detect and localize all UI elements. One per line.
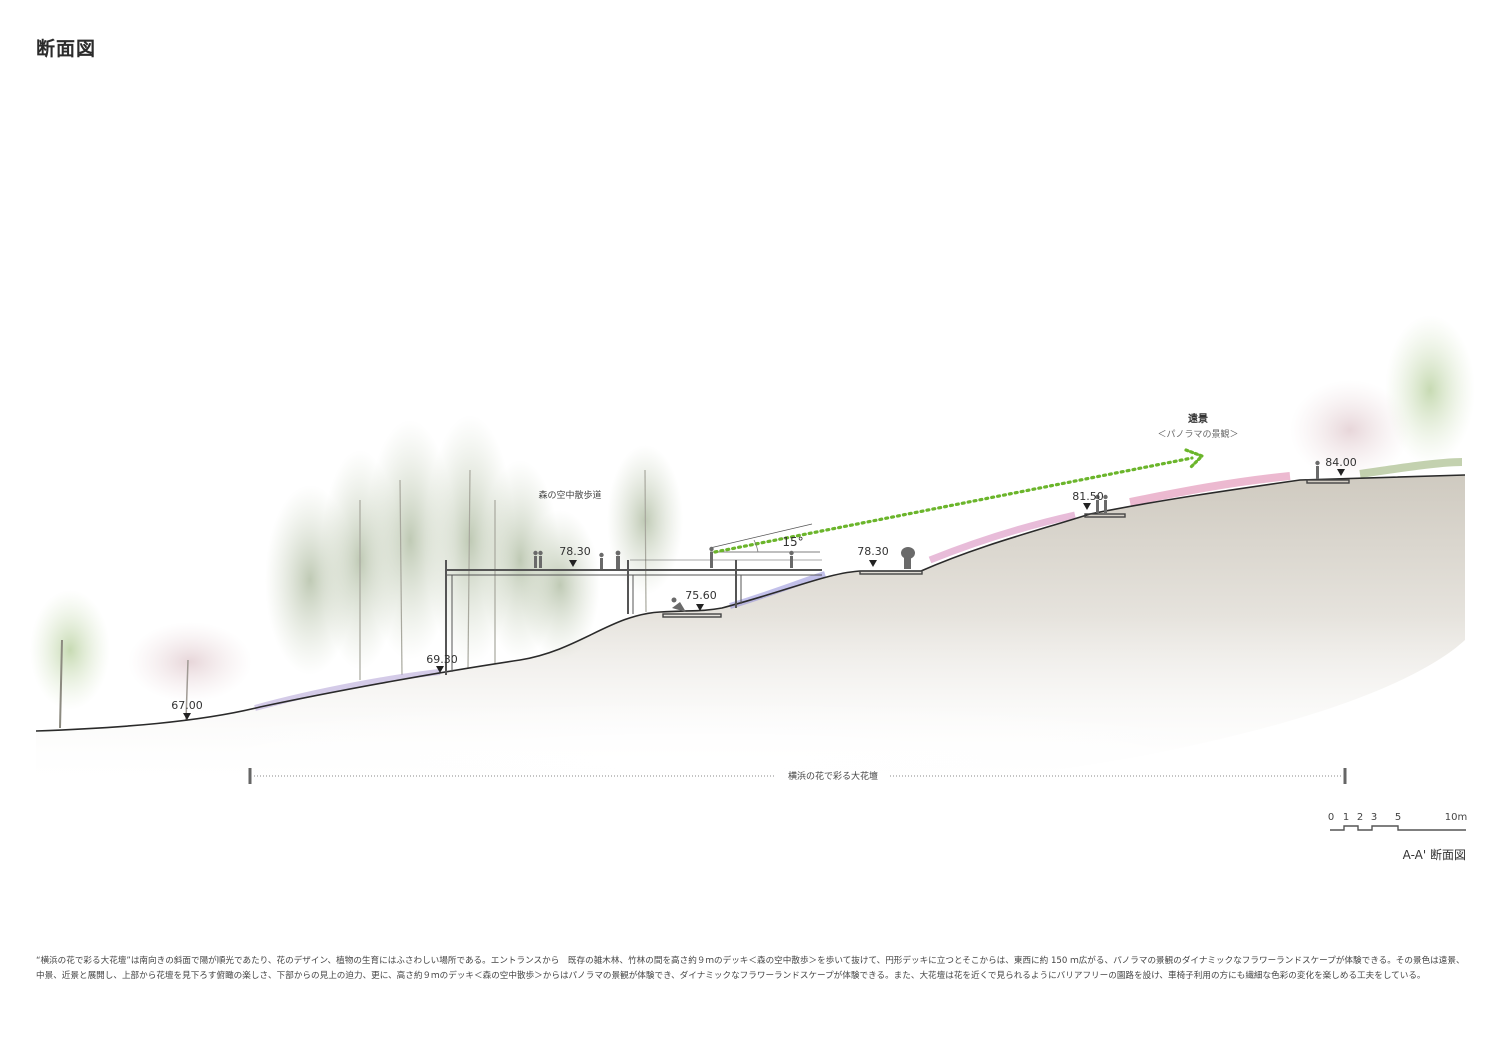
cherry-tree-right bbox=[1290, 380, 1410, 480]
level-marker-icon bbox=[183, 713, 191, 720]
elevation-label: 67.00 bbox=[171, 699, 203, 712]
description-text: “横浜の花で彩る大花壇”は南向きの斜面で陽が順光であたり、花のデザイン、植物の生… bbox=[36, 956, 1465, 981]
level-marker-icon bbox=[869, 560, 877, 567]
level-marker-icon bbox=[696, 604, 704, 611]
elevation-label: 78.30 bbox=[559, 545, 591, 558]
scale-labels: 0 1 2 3 5 10m bbox=[1328, 812, 1467, 823]
people bbox=[533, 460, 1320, 612]
flower-bed-extent-label: 横浜の花で彩る大花壇 bbox=[788, 770, 878, 782]
level-marker-icon bbox=[569, 560, 577, 567]
flower-bed-extent bbox=[248, 768, 1347, 784]
scale-bar bbox=[1330, 825, 1466, 831]
scale-tick-label: 10m bbox=[1445, 812, 1467, 823]
distant-view-label: 遠景 bbox=[1188, 412, 1208, 425]
cherry-tree-canopy bbox=[128, 622, 252, 702]
tree-right-canopy bbox=[1385, 315, 1475, 465]
elevation-label: 84.00 bbox=[1325, 456, 1357, 469]
cherry-tree-trunk bbox=[185, 659, 189, 721]
angle-arc bbox=[753, 539, 759, 553]
forest-walkway-label: 森の空中散歩道 bbox=[538, 489, 601, 501]
scale-tick-label: 0 bbox=[1328, 812, 1334, 823]
angle-label: 15° bbox=[782, 535, 803, 549]
level-marker-icon bbox=[436, 666, 444, 673]
elevation-label: 75.60 bbox=[685, 589, 717, 602]
level-marker-icon bbox=[1083, 503, 1091, 510]
page-title: 断面図 bbox=[36, 38, 97, 60]
scale-tick-label: 3 bbox=[1371, 812, 1377, 823]
sightline-arrow bbox=[713, 456, 1194, 554]
elevation-label: 81.50 bbox=[1072, 490, 1104, 503]
section-caption: A-A' 断面図 bbox=[1402, 848, 1466, 862]
scale-tick-label: 2 bbox=[1357, 812, 1363, 823]
scale-tick-label: 5 bbox=[1395, 812, 1401, 823]
level-marker-icon bbox=[1337, 469, 1345, 476]
tree-left-canopy bbox=[30, 590, 110, 710]
sightline-arrowhead-icon bbox=[1184, 448, 1205, 470]
platforms bbox=[662, 479, 1350, 618]
elevation-markers bbox=[183, 469, 1345, 720]
forest-walkway-deck bbox=[445, 523, 822, 675]
tree-left-trunk bbox=[59, 639, 63, 729]
elevation-label: 69.30 bbox=[426, 653, 458, 666]
forest-group bbox=[265, 415, 683, 680]
scale-tick-label: 1 bbox=[1343, 812, 1349, 823]
panorama-label: ＜パノラマの景観＞ bbox=[1157, 428, 1238, 440]
fog-cloud bbox=[50, 700, 1350, 820]
elevation-label: 78.30 bbox=[857, 545, 889, 558]
elevation-labels: 67.00 69.30 78.30 75.60 78.30 81.50 84.0… bbox=[171, 456, 1357, 712]
